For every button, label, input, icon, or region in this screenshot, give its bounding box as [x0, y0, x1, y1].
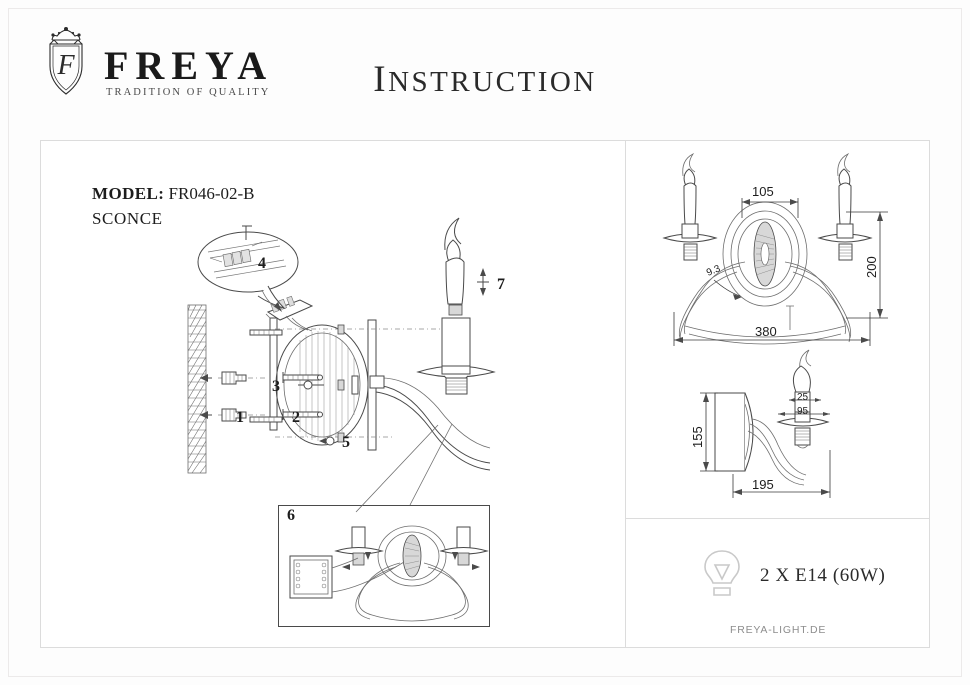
svg-text:F: F [56, 50, 75, 81]
model-value: FR046-02-B [168, 184, 255, 203]
brand-tagline: TRADITION OF QUALITY [106, 87, 271, 98]
callout-6-label: 6 [287, 507, 295, 524]
product-type: SCONCE [92, 208, 163, 228]
wiring-detail-box [278, 505, 490, 627]
page-title-initial: I [373, 59, 389, 100]
lamp-spec: 2 X E14 (60W) [700, 548, 885, 604]
panel-vertical-divider [625, 140, 626, 648]
brand-wordmark: FREYA TRADITION OF QUALITY [104, 43, 274, 99]
website-footer: FREYA-LIGHT.DE [730, 624, 827, 636]
light-bulb-icon [704, 550, 740, 596]
panel-horizontal-divider [625, 518, 930, 519]
page-title: INSTRUCTION [0, 58, 970, 101]
page-title-rest: NSTRUCTION [388, 66, 597, 98]
brand-name: FREYA [104, 43, 274, 88]
model-line: MODEL: FR046-02-B [92, 182, 255, 207]
lamp-spec-text: 2 X E14 (60W) [760, 565, 886, 586]
brand-logo: F FREYA TRADITION OF QUALITY [40, 26, 273, 100]
model-label: MODEL: [92, 184, 165, 203]
crown-shield-icon: F [49, 27, 83, 95]
page-header: F FREYA TRADITION OF QUALITY INSTRUCTION [0, 0, 970, 128]
model-block: MODEL: FR046-02-B SCONCE [92, 182, 255, 231]
